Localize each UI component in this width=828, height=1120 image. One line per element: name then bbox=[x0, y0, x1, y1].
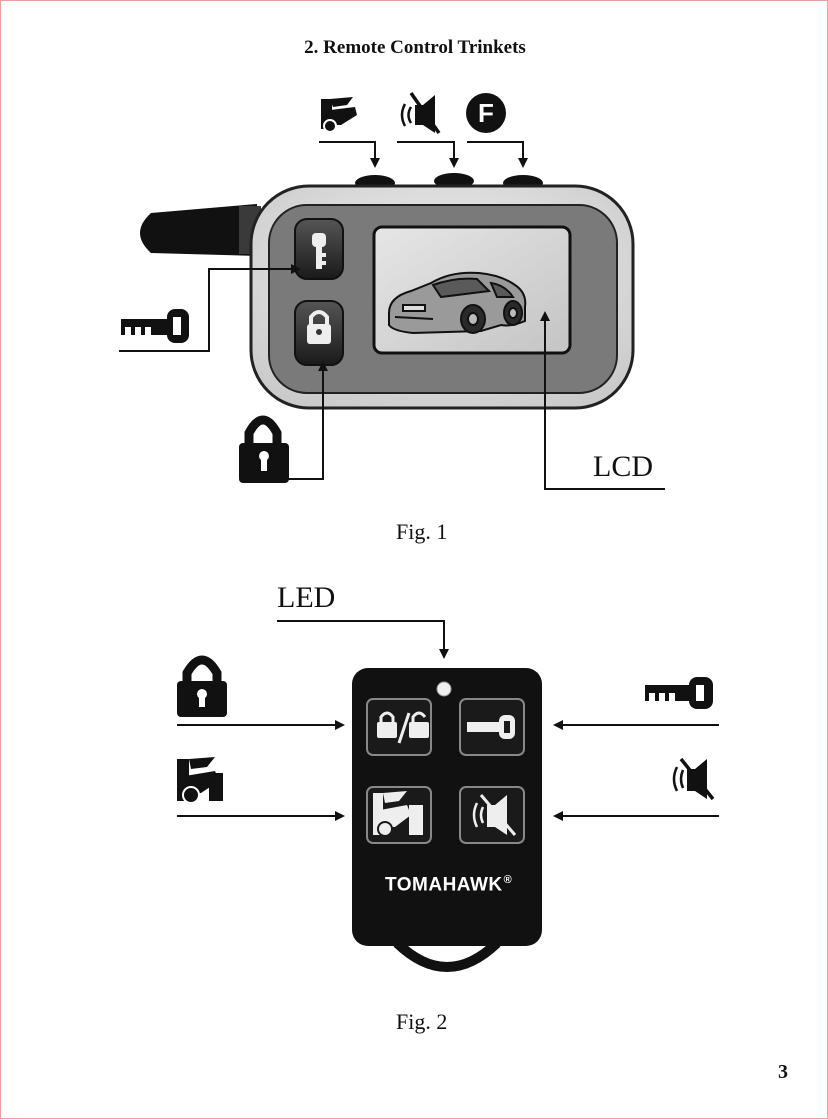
lock-unlock-icon bbox=[377, 711, 429, 744]
siren-mute-button[interactable] bbox=[459, 786, 525, 844]
led-indicator bbox=[436, 681, 452, 697]
lcd-label: LCD bbox=[593, 450, 653, 483]
function-f-icon: F bbox=[466, 93, 506, 133]
fig2-callouts bbox=[177, 620, 719, 821]
trunk-icon bbox=[373, 791, 423, 837]
top-arrows bbox=[319, 141, 528, 168]
fig1-callouts bbox=[119, 264, 665, 490]
brand-logo: TOMAHAWK® bbox=[385, 874, 512, 896]
lock-unlock-button[interactable] bbox=[366, 698, 432, 756]
siren-mute-icon bbox=[672, 757, 715, 801]
key-icon bbox=[121, 309, 189, 343]
registered-mark: ® bbox=[503, 874, 513, 886]
siren-mute-icon bbox=[400, 91, 441, 135]
lock-icon bbox=[177, 655, 227, 717]
key-icon bbox=[312, 233, 326, 269]
antenna bbox=[140, 204, 261, 256]
lcd-screen bbox=[372, 225, 572, 355]
function-letter: F bbox=[478, 98, 494, 128]
key-ring-loop bbox=[393, 939, 501, 972]
figure-1-caption: Fig. 1 bbox=[396, 519, 448, 544]
lock-icon bbox=[239, 415, 289, 483]
key-button[interactable] bbox=[294, 218, 344, 280]
trunk-icon bbox=[177, 757, 223, 804]
trunk-icon bbox=[321, 97, 357, 133]
page-number: 3 bbox=[778, 1061, 788, 1083]
brand-name: TOMAHAWK bbox=[385, 874, 503, 896]
figure-2 bbox=[177, 620, 719, 972]
key-button[interactable] bbox=[459, 698, 525, 756]
key-icon bbox=[467, 715, 515, 739]
led-label: LED bbox=[277, 581, 336, 614]
lock-icon bbox=[307, 310, 331, 344]
trunk-button[interactable] bbox=[366, 786, 432, 844]
key-icon bbox=[645, 677, 713, 709]
siren-mute-icon bbox=[472, 794, 517, 836]
figure-1: F bbox=[119, 91, 665, 490]
page-title: 2. Remote Control Trinkets bbox=[304, 37, 526, 58]
lock-button[interactable] bbox=[294, 300, 344, 366]
figure-2-caption: Fig. 2 bbox=[396, 1009, 448, 1034]
car-icon bbox=[388, 271, 527, 335]
